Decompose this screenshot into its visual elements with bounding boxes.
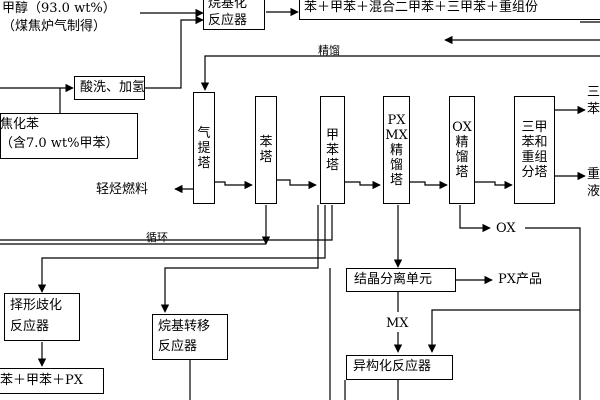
tmb-heavy-column — [514, 96, 555, 204]
coking-benzene-box — [0, 113, 138, 159]
toluene-down-line — [0, 205, 333, 241]
selective-label-1: 择形歧化 — [10, 298, 63, 313]
rectification-feed-arrow — [200, 55, 600, 91]
toluene-column — [320, 96, 345, 204]
crystallization-unit — [346, 268, 456, 292]
acid-wash-box — [74, 76, 145, 100]
bottom-products-label: 苯＋甲苯＋PX — [0, 373, 84, 388]
ox-output-label: OX — [496, 221, 516, 236]
heavy-out-label: 重组 — [587, 167, 600, 182]
to-selective-arrow — [37, 205, 326, 293]
methanol-source-label: （煤焦炉气制得） — [2, 19, 107, 34]
benzene-to-toluene-arrow — [277, 179, 317, 190]
transalk-label-1: 烷基转移 — [158, 319, 211, 334]
selective-label-2: 反应器 — [10, 319, 50, 334]
products-bar — [299, 0, 600, 20]
acid-wash-to-alkylation-arrow — [145, 15, 204, 89]
alkylation-reactor — [203, 0, 265, 30]
light-fuel-label: 轻烃燃料 — [96, 182, 149, 197]
selective-reactor — [4, 293, 80, 341]
tmb-heavy-column-label: 三甲苯和重组分塔 — [521, 120, 548, 180]
ox-to-tmb-arrow — [475, 180, 513, 190]
mx-label: MX — [386, 316, 409, 331]
bottom-products-bar — [0, 368, 104, 394]
stripper-column — [193, 92, 215, 204]
recycle-label: 循环 — [146, 231, 168, 244]
ox-out-arrow — [459, 205, 491, 233]
products-bar-label: 苯＋甲苯＋混合二甲苯＋三甲苯＋重组份 — [304, 0, 539, 15]
tmb-out-label-2: 苯 — [587, 102, 600, 117]
coking-benzene-note: （含7.0 wt%甲苯） — [0, 136, 119, 151]
pxmx-to-ox-arrow — [410, 180, 448, 190]
stripper-to-benzene-arrow — [215, 180, 253, 190]
to-transalk-arrow — [160, 205, 319, 313]
alkylation-label-2: 反应器 — [208, 13, 248, 28]
toluene-to-pxmx-arrow — [345, 180, 381, 190]
acid-wash-label: 酸洗、加氢 — [80, 80, 146, 95]
ox-to-isomer-arrow — [427, 309, 580, 353]
heavy-out-label-2: 液体 — [587, 184, 600, 199]
stripper-label: 气提塔 — [197, 125, 211, 171]
transalk-label-2: 反应器 — [158, 339, 198, 354]
tmb-out-label: 三甲 — [587, 85, 600, 100]
transalkylation-reactor — [152, 314, 228, 360]
px-product-label: PX产品 — [498, 272, 543, 287]
isomerization-reactor — [346, 355, 453, 380]
rectification-label: 精馏 — [318, 44, 340, 57]
crystallization-label: 结晶分离单元 — [354, 272, 433, 287]
toluene-column-label: 甲苯塔 — [325, 127, 339, 173]
benzene-column-label: 苯塔 — [259, 135, 273, 165]
methanol-feed-label: 甲醇（93.0 wt%） — [2, 1, 116, 16]
pxmx-column — [383, 96, 410, 204]
alkylation-label-1: 烷基化 — [208, 0, 248, 11]
benzene-column — [255, 96, 277, 204]
ox-column — [449, 96, 475, 204]
ox-return-line — [525, 227, 581, 400]
isomer-label: 异构化反应器 — [353, 359, 432, 374]
coking-benzene-label: 焦化苯 — [0, 117, 40, 132]
